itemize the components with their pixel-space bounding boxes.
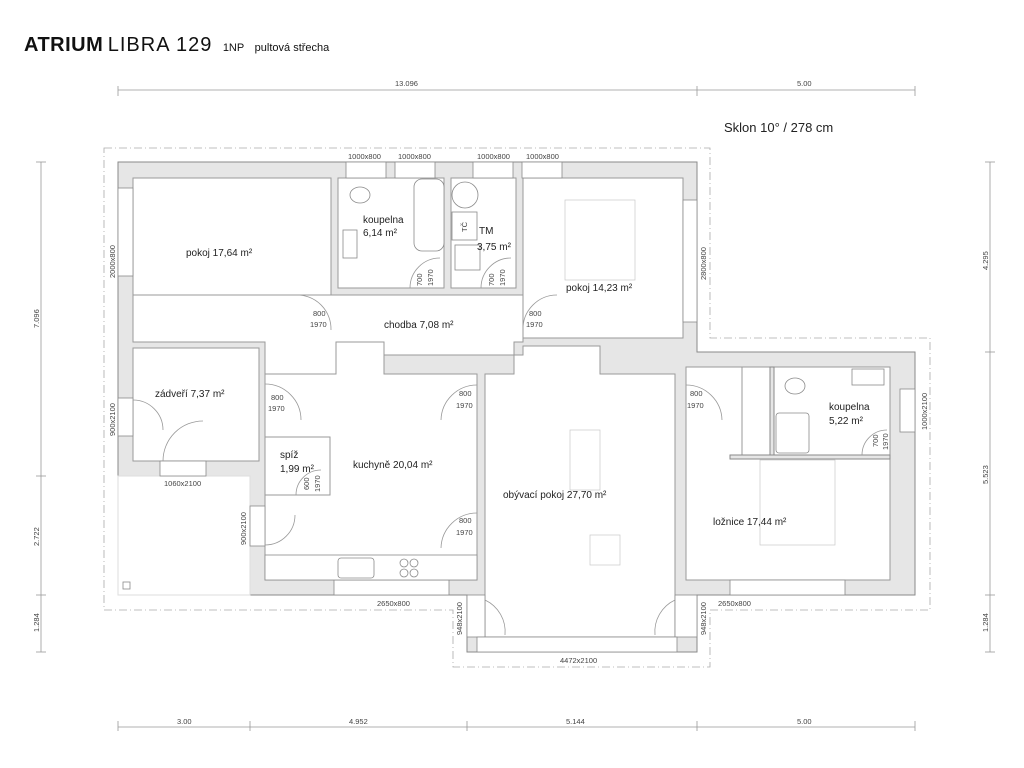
window-label: 900x2100 [108, 403, 117, 436]
partition-wall [769, 366, 775, 456]
window-label: 4472x2100 [560, 656, 597, 665]
boiler-icon [451, 181, 479, 209]
table-icon [589, 534, 621, 566]
room-pokoj-1 [132, 177, 332, 296]
label-pokoj-1: pokoj 17,64 m² [186, 248, 253, 259]
label-koupelna-1-name: koupelna [363, 215, 404, 226]
window-label: 1000x2100 [920, 393, 929, 430]
stove-burner-icon [399, 558, 409, 568]
washer-icon [454, 244, 481, 271]
svg-text:700: 700 [487, 273, 496, 286]
svg-text:5.00: 5.00 [797, 79, 812, 88]
kitchen-sink-icon [337, 557, 375, 579]
title-floor: 1NP [222, 42, 245, 54]
svg-text:800: 800 [459, 389, 472, 398]
label-spiz-area: 1,99 m² [280, 464, 315, 475]
label-koupelna-2-area: 5,22 m² [829, 416, 864, 427]
svg-text:800: 800 [313, 309, 326, 318]
label-tc: TČ [460, 221, 469, 232]
label-zadveri: zádveří 7,37 m² [155, 389, 225, 400]
svg-text:4.295: 4.295 [981, 251, 990, 270]
window-label: 948x2100 [699, 602, 708, 635]
svg-text:1970: 1970 [313, 475, 322, 492]
svg-text:1.284: 1.284 [981, 613, 990, 632]
svg-text:800: 800 [459, 516, 472, 525]
svg-text:5.523: 5.523 [981, 465, 990, 484]
title-model: LIBRA 129 [107, 34, 213, 56]
svg-text:600: 600 [302, 477, 311, 490]
label-loznice: ložnice 17,44 m² [713, 517, 787, 528]
partition-wall [729, 454, 891, 460]
dimension-labels: 13.096 5.00 3.00 4.952 5.144 5.00 7.096 … [32, 79, 990, 726]
svg-text:1970: 1970 [268, 404, 285, 413]
label-tm-name: TM [479, 226, 493, 237]
door-swings [132, 257, 888, 636]
label-obyvaci: obývací pokoj 27,70 m² [503, 490, 607, 501]
window-label: 2000x800 [108, 245, 117, 278]
label-tm-area: 3,75 m² [477, 242, 512, 253]
label-spiz-name: spíž [280, 450, 298, 461]
svg-text:1970: 1970 [498, 269, 507, 286]
window-label: 1000x800 [348, 152, 381, 161]
svg-text:800: 800 [271, 393, 284, 402]
heat-pump-icon [451, 211, 478, 241]
room-pokoj-2 [522, 177, 684, 339]
svg-text:2.722: 2.722 [32, 527, 41, 546]
svg-text:5.00: 5.00 [797, 717, 812, 726]
shower-icon [775, 412, 810, 454]
drain-icon [122, 581, 131, 590]
svg-text:700: 700 [415, 273, 424, 286]
room-zadveri [132, 347, 260, 462]
dimension-lines [36, 86, 995, 731]
sofa-icon [569, 429, 601, 491]
roof-outline [103, 147, 931, 668]
svg-text:5.144: 5.144 [566, 717, 585, 726]
label-pokoj-2: pokoj 14,23 m² [566, 283, 633, 294]
svg-text:1970: 1970 [881, 433, 890, 450]
bed-icon [564, 199, 636, 281]
window-label: 1000x800 [398, 152, 431, 161]
window-label: 1060x2100 [164, 479, 201, 488]
svg-text:4.952: 4.952 [349, 717, 368, 726]
window-label: 2650x800 [377, 599, 410, 608]
sink-icon [851, 368, 885, 386]
toilet-icon [784, 377, 806, 395]
window-label: 948x2100 [455, 602, 464, 635]
window-labels: 1000x800 1000x800 1000x800 1000x800 2000… [108, 152, 929, 665]
svg-text:3.00: 3.00 [177, 717, 192, 726]
window-label: 900x2100 [239, 512, 248, 545]
label-koupelna-1-area: 6,14 m² [363, 228, 398, 239]
bed-icon [759, 459, 836, 546]
fixtures [264, 178, 885, 581]
svg-text:1970: 1970 [456, 401, 473, 410]
plan-title: ATRIUM LIBRA 129 1NP pultová střecha [24, 34, 329, 57]
label-kuchyne: kuchyně 20,04 m² [353, 460, 433, 471]
terrace [117, 475, 251, 596]
svg-text:1970: 1970 [526, 320, 543, 329]
windows [117, 161, 916, 653]
sink-icon [342, 229, 358, 259]
svg-text:13.096: 13.096 [395, 79, 418, 88]
svg-text:1970: 1970 [426, 269, 435, 286]
svg-text:800: 800 [529, 309, 542, 318]
toilet-icon [349, 186, 371, 204]
window-label: 2800x800 [699, 247, 708, 280]
bathtub-icon [413, 178, 445, 252]
svg-text:800: 800 [690, 389, 703, 398]
svg-text:1970: 1970 [310, 320, 327, 329]
label-chodba: chodba 7,08 m² [384, 320, 454, 331]
window-label: 1000x800 [477, 152, 510, 161]
title-roof: pultová střecha [254, 42, 330, 54]
label-koupelna-2-name: koupelna [829, 402, 870, 413]
svg-text:1970: 1970 [456, 528, 473, 537]
svg-text:1970: 1970 [687, 401, 704, 410]
window-label: 2650x800 [718, 599, 751, 608]
roof-slope: Sklon 10° / 278 cm [724, 120, 833, 135]
svg-text:7.096: 7.096 [32, 309, 41, 328]
title-brand: ATRIUM [24, 34, 104, 56]
window-label: 1000x800 [526, 152, 559, 161]
svg-text:700: 700 [871, 434, 880, 447]
svg-text:1.284: 1.284 [32, 613, 41, 632]
